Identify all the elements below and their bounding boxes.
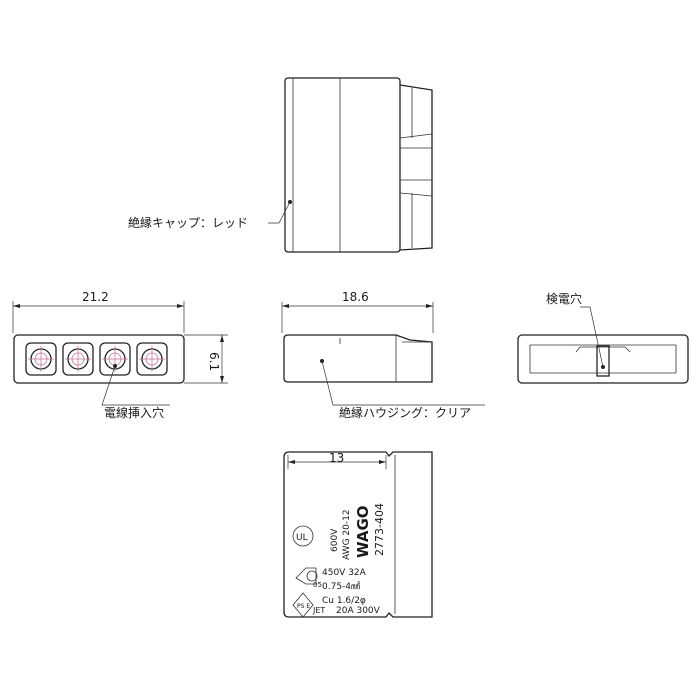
jet-mark: JET bbox=[312, 606, 325, 615]
ul-mark-icon: UL bbox=[296, 533, 308, 543]
ccc-mark-icon: 05 bbox=[295, 567, 322, 589]
width-dimension: 21.2 bbox=[82, 290, 109, 304]
test-hole-label: 検電穴 bbox=[546, 291, 582, 306]
pse-mark-icon: PS E bbox=[292, 592, 314, 618]
offset-dimension: 13 bbox=[329, 451, 344, 465]
side-view: 18.6 絶縁ハウジング：クリア bbox=[281, 290, 485, 420]
top-view: 絶縁キャップ：レッド bbox=[128, 77, 433, 253]
brand-wago: WAGO bbox=[354, 505, 372, 558]
cap-label: 絶縁キャップ：レッド bbox=[128, 215, 248, 230]
cu-range: Cu 1.6/2φ bbox=[322, 596, 366, 606]
height-dimension: 6.1 bbox=[207, 352, 221, 371]
pse-text: PS E bbox=[297, 603, 310, 610]
part-number: 2773-404 bbox=[373, 503, 386, 556]
awg-rating: AWG 20-12 bbox=[342, 509, 352, 560]
ce-cross-section: 0.75-4㎟ bbox=[322, 581, 360, 592]
housing-label: 絶縁ハウジング：クリア bbox=[339, 405, 471, 420]
wire-insert-label: 電線挿入穴 bbox=[104, 405, 164, 420]
jet-rating: 20A 300V bbox=[336, 606, 381, 616]
rear-view: 検電穴 bbox=[517, 291, 689, 384]
bottom-view: 13 WAGO 2773-404 600V AWG 20-12 UL 05 45… bbox=[283, 451, 433, 618]
ul-rating: 600V bbox=[330, 528, 340, 552]
ce-rating: 450V 32A bbox=[322, 568, 367, 578]
front-view: 21.2 6.1 電線挿入穴 bbox=[12, 290, 228, 420]
length-dimension: 18.6 bbox=[342, 290, 369, 304]
ccc-number: 05 bbox=[313, 581, 322, 589]
